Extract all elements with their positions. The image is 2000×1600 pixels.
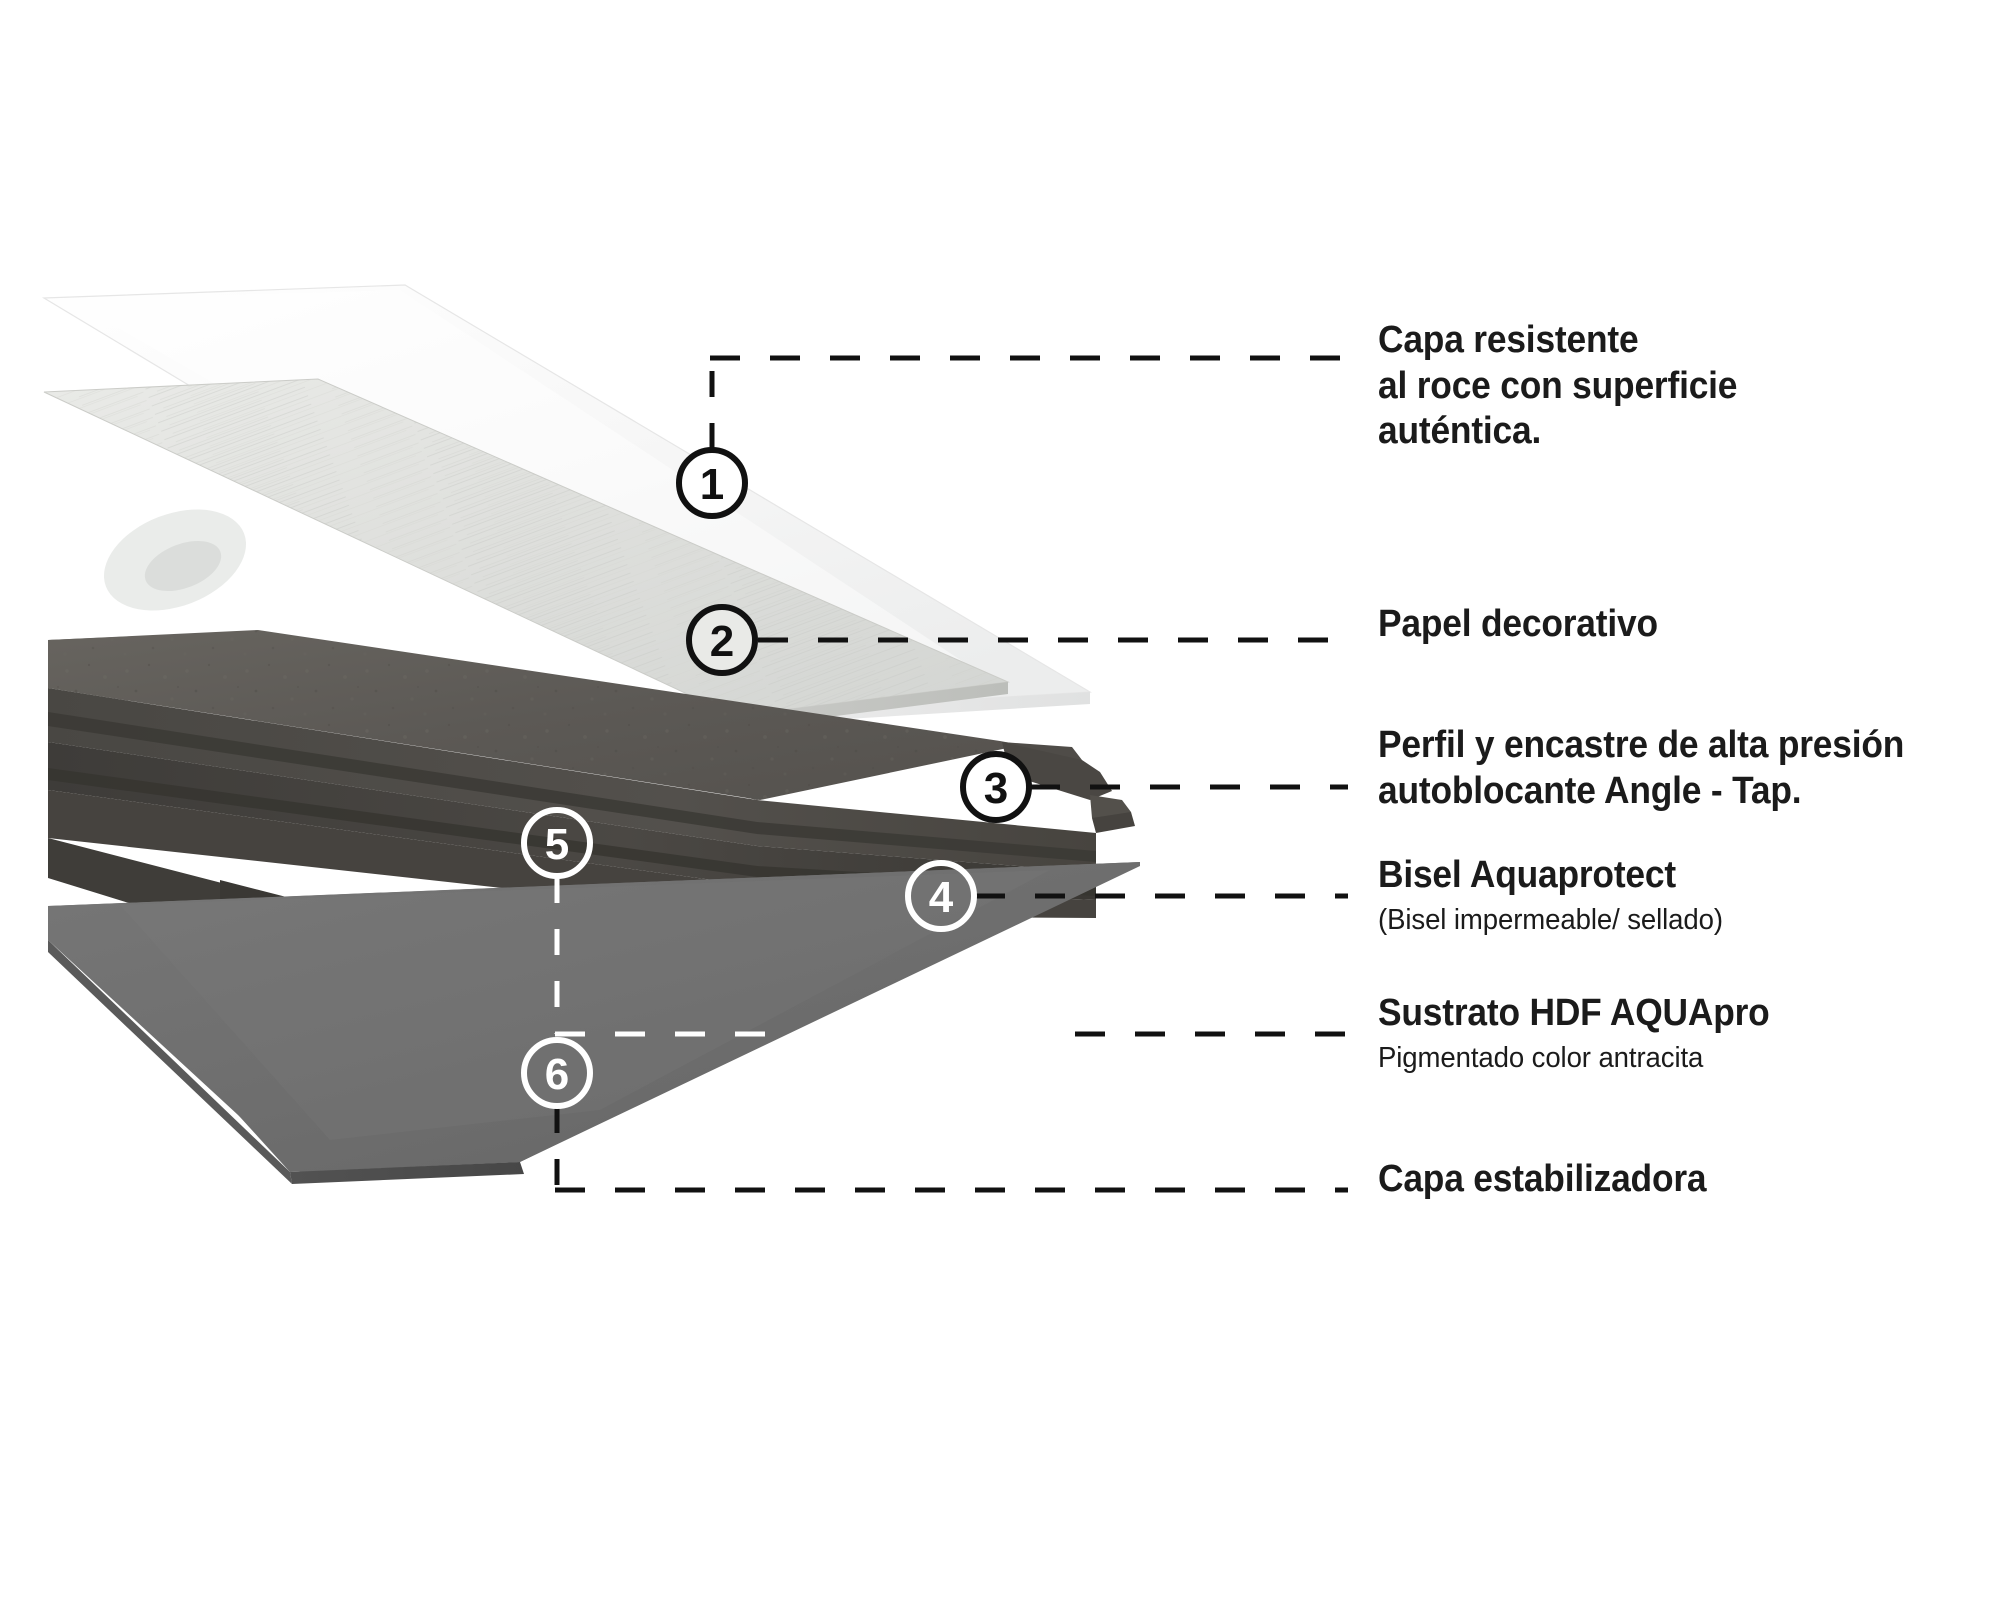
callout-marker-1[interactable]: 1 bbox=[676, 447, 748, 519]
callout-marker-6[interactable]: 6 bbox=[521, 1037, 593, 1109]
callout-label-4-title: Bisel Aquaprotect bbox=[1378, 854, 1676, 896]
callout-label-5: Sustrato HDF AQUApro Pigmentado color an… bbox=[1378, 991, 1799, 1076]
callout-marker-6-number: 6 bbox=[545, 1050, 569, 1099]
callout-marker-1-number: 1 bbox=[700, 460, 724, 509]
callout-marker-5-number: 5 bbox=[545, 820, 569, 869]
callout-label-6: Capa estabilizadora bbox=[1378, 1157, 1731, 1203]
callout-label-1-title: Capa resistente al roce con superficie a… bbox=[1378, 319, 1738, 453]
callout-label-1: Capa resistente al roce con superficie a… bbox=[1378, 318, 1764, 455]
callout-marker-4-number: 4 bbox=[929, 873, 954, 922]
callout-marker-4[interactable]: 4 bbox=[905, 860, 977, 932]
callout-label-5-title: Sustrato HDF AQUApro bbox=[1378, 992, 1770, 1034]
callout-label-4-subtitle: (Bisel impermeable/ sellado) bbox=[1378, 903, 1723, 936]
layer-hdf-core bbox=[48, 630, 1135, 1000]
leader-lines bbox=[554, 355, 1348, 1193]
callout-marker-3[interactable]: 3 bbox=[960, 751, 1032, 823]
callout-label-2: Papel decorativo bbox=[1378, 602, 1679, 648]
callout-label-6-title: Capa estabilizadora bbox=[1378, 1158, 1707, 1200]
callout-label-4: Bisel Aquaprotect (Bisel impermeable/ se… bbox=[1378, 853, 1741, 938]
callout-markers: 1 2 3 4 5 bbox=[521, 447, 1032, 1109]
callout-marker-5[interactable]: 5 bbox=[521, 807, 593, 879]
callout-label-2-title: Papel decorativo bbox=[1378, 603, 1658, 645]
callout-label-3: Perfil y encastre de alta presión autobl… bbox=[1378, 723, 1944, 814]
callout-marker-2-number: 2 bbox=[710, 617, 734, 666]
callout-marker-2[interactable]: 2 bbox=[686, 604, 758, 676]
callout-label-3-title: Perfil y encastre de alta presión autobl… bbox=[1378, 724, 1905, 812]
layer-backing bbox=[48, 862, 1140, 1184]
callout-label-5-subtitle: Pigmentado color antracita bbox=[1378, 1041, 1704, 1074]
callout-marker-3-number: 3 bbox=[984, 764, 1008, 813]
